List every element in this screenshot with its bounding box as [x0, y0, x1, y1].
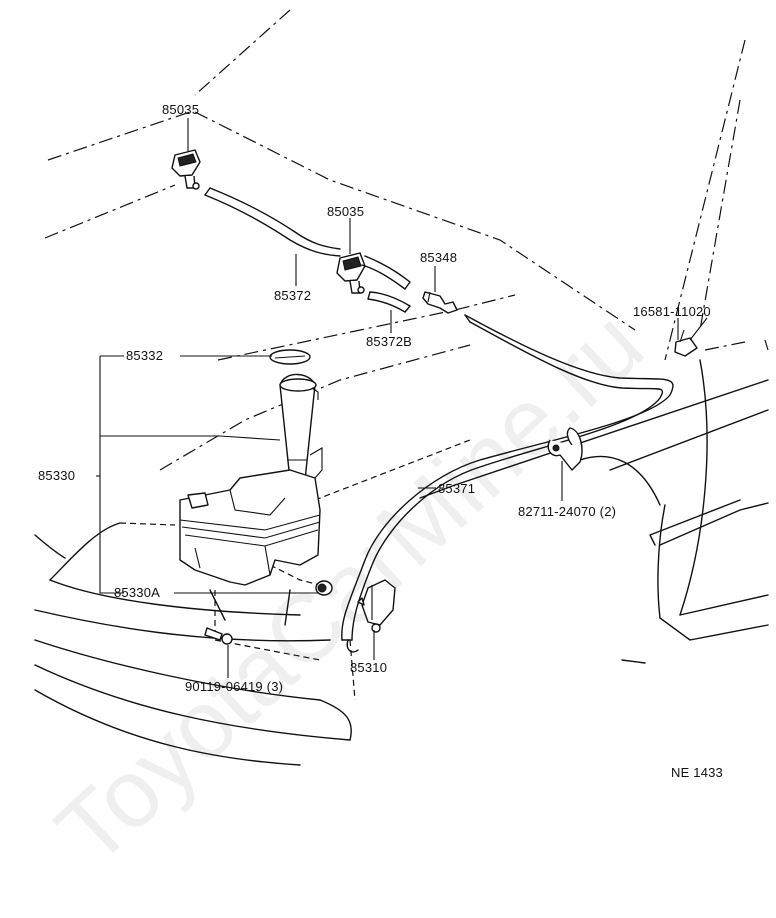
fender-outline [419, 359, 769, 664]
hose-85372-2 [361, 255, 411, 290]
washer-nozzle-1 [171, 149, 201, 190]
part-labels: 85035 85035 85348 85372 85372B 16581-110… [38, 102, 723, 780]
bolt [204, 627, 233, 645]
clamp [547, 427, 583, 471]
hose-85372B [367, 291, 411, 313]
washer-pump [357, 579, 396, 633]
label-hose-2: 85372B [366, 334, 412, 349]
hood-outline [44, 9, 769, 361]
drawing-code: NE 1433 [671, 765, 723, 780]
label-clamp: 82711-24070 (2) [518, 504, 616, 519]
label-bolt: 90119-06419 (3) [185, 679, 283, 694]
label-joint: 85348 [420, 250, 457, 265]
label-tank-assy: 85330 [38, 468, 75, 483]
joint-85348 [422, 291, 458, 314]
label-hose-1: 85372 [274, 288, 311, 303]
label-clip: 16581-11020 [633, 304, 711, 319]
hose-85372 [204, 187, 341, 257]
label-nozzle-1: 85035 [162, 102, 199, 117]
label-tank: 85330A [114, 585, 160, 600]
label-pump: 85310 [350, 660, 387, 675]
washer-nozzle-2 [336, 252, 366, 294]
washer-tank [179, 349, 323, 586]
clip [674, 329, 698, 357]
cowl-line [159, 294, 516, 471]
label-nozzle-2: 85035 [327, 204, 364, 219]
label-hose-long: 85371 [438, 481, 475, 496]
label-cap: 85332 [126, 348, 163, 363]
leader-lines [96, 118, 708, 678]
bumper-outline [34, 439, 471, 766]
grommet [315, 580, 333, 596]
